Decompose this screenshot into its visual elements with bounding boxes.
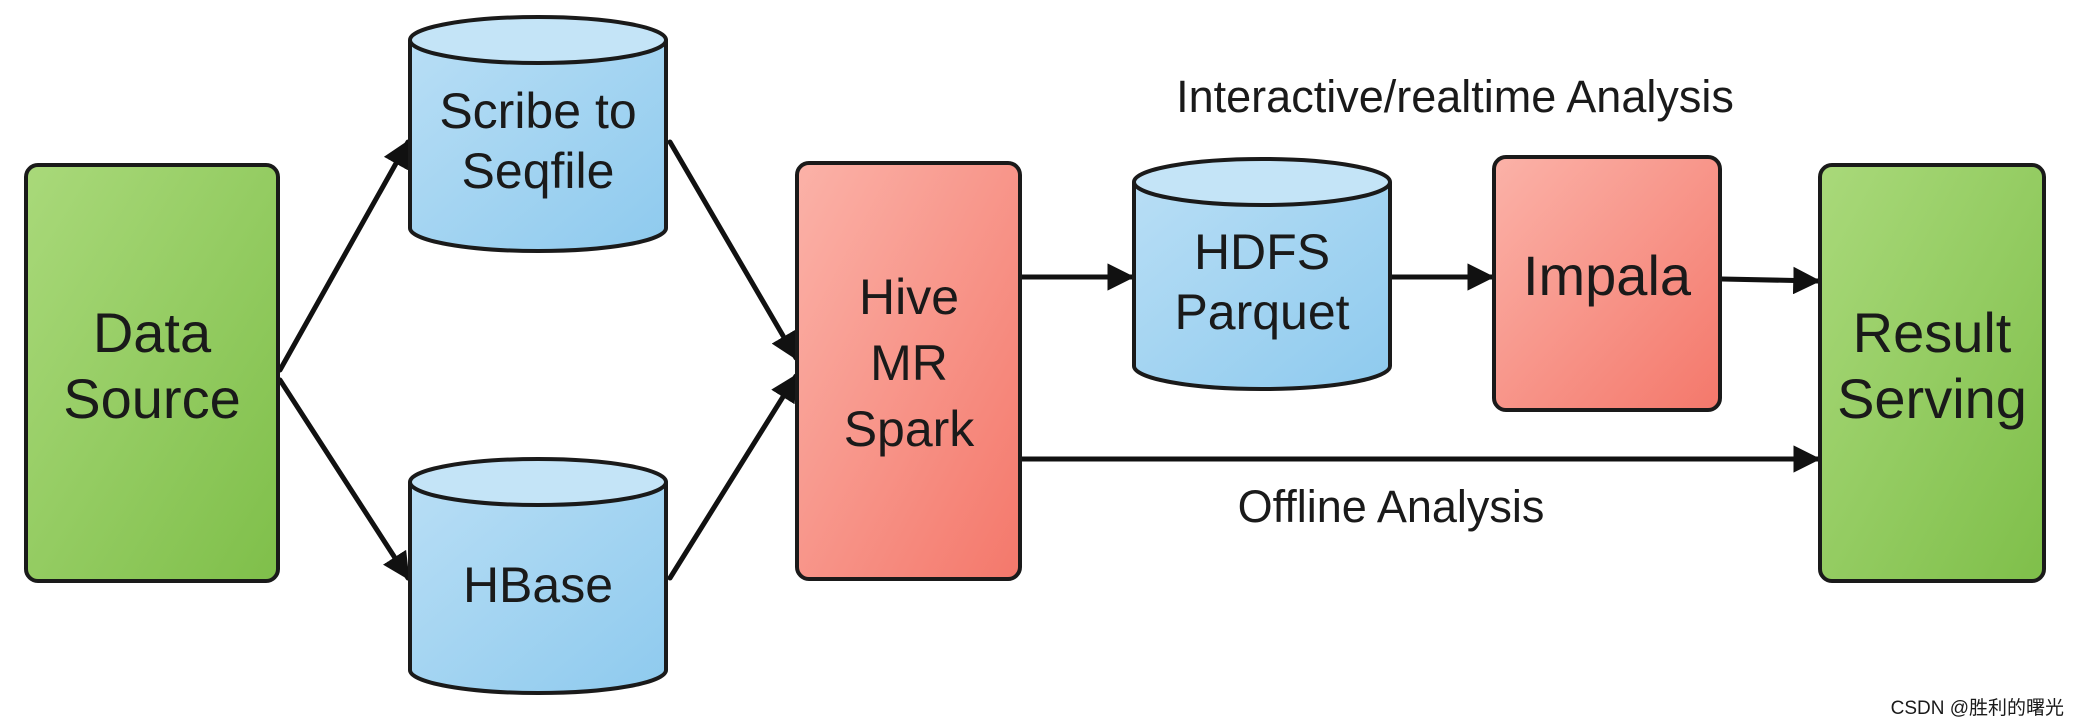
node-label-line: Seqfile <box>462 143 615 199</box>
node-hdfs-parquet: HDFS Parquet <box>1132 157 1392 391</box>
node-label-line: Scribe to <box>439 83 636 139</box>
edge-hbase-to-hive <box>667 373 799 581</box>
edge-datasource-to-scribe <box>277 139 411 373</box>
edge-scribe-to-hive <box>667 139 799 361</box>
node-label-line: Source <box>63 367 240 430</box>
node-label-line: Data <box>93 301 212 364</box>
node-label-line: HDFS <box>1194 224 1330 280</box>
node-label-line: HBase <box>463 557 613 613</box>
node-hbase: HBase <box>408 457 668 695</box>
node-result-serving: Result Serving <box>1818 163 2046 583</box>
label-offline-analysis: Offline Analysis <box>1238 481 1545 532</box>
node-label-line: Spark <box>844 401 976 457</box>
node-hive-mr-spark: Hive MR Spark <box>795 161 1022 581</box>
label-interactive-analysis: Interactive/realtime Analysis <box>1176 71 1734 122</box>
node-scribe-to-seqfile: Scribe to Seqfile <box>408 15 668 253</box>
node-label-line: Hive <box>859 269 959 325</box>
edges <box>277 139 1821 581</box>
node-label-line: Result <box>1853 301 2012 364</box>
watermark-text: CSDN @胜利的曙光 <box>1891 697 2064 719</box>
node-impala: Impala <box>1492 155 1722 412</box>
edge-impala-to-result <box>1719 266 1821 295</box>
node-label-line: Parquet <box>1174 284 1349 340</box>
node-label-line: Impala <box>1523 244 1692 307</box>
node-label-line: MR <box>870 335 948 391</box>
node-data-source: Data Source <box>24 163 280 583</box>
edge-datasource-to-hbase <box>277 377 411 581</box>
node-label-line: Serving <box>1837 367 2027 430</box>
